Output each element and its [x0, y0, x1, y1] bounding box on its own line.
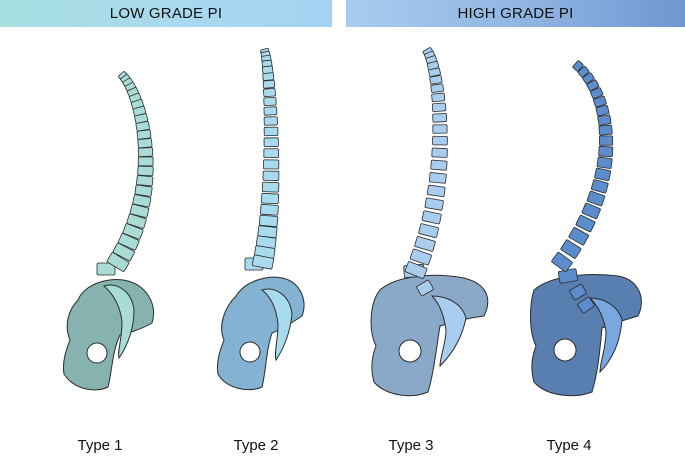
vertebra [595, 104, 610, 117]
lumbosacral-vertebra [416, 279, 434, 297]
vertebra [581, 202, 601, 220]
pelvis-shape [217, 276, 305, 391]
vertebra [251, 254, 275, 270]
vertebra [577, 66, 590, 78]
vertebra [431, 147, 448, 158]
lumbosacral-vertebra [96, 262, 116, 276]
vertebra [428, 67, 441, 77]
vertebra [137, 147, 154, 158]
lumbosacral-vertebra [569, 283, 587, 301]
vertebra [262, 79, 276, 89]
vertebra [263, 96, 277, 107]
vertebra [597, 114, 612, 126]
vertebra [432, 135, 448, 146]
type-1-label: Type 1 [77, 437, 123, 454]
sacrum-shape [260, 288, 293, 362]
vertebra [263, 159, 280, 170]
vertebra [106, 252, 130, 272]
high-grade-pi-label: HIGH GRADE PI [457, 5, 574, 22]
pelvis-hole [86, 342, 108, 364]
vertebra [586, 190, 606, 207]
type-2-figure [217, 47, 305, 391]
vertebra [572, 60, 584, 72]
sacrum-shape [102, 284, 135, 360]
vertebra [263, 106, 278, 116]
vertebra [263, 126, 279, 137]
vertebra [593, 95, 607, 108]
vertebra [136, 175, 154, 187]
vertebra [430, 159, 448, 171]
low-grade-pi-label: LOW GRADE PI [109, 5, 223, 22]
vertebra [560, 239, 582, 259]
pelvis-hole [398, 339, 422, 363]
vertebra [126, 213, 147, 229]
vertebra [136, 129, 152, 140]
pelvis-shape [530, 274, 642, 397]
vertebra [414, 236, 436, 252]
type-2-label: Type 2 [233, 437, 279, 454]
vertebra [262, 72, 275, 81]
vertebra [122, 223, 144, 240]
vertebra [598, 124, 613, 136]
vertebra [129, 203, 150, 219]
vertebra [262, 170, 280, 181]
vertebra [431, 102, 447, 113]
type-1-figure [63, 71, 154, 391]
vertebra [426, 184, 446, 198]
vertebra [594, 167, 612, 182]
lumbosacral-vertebra [557, 268, 579, 284]
vertebra [263, 88, 276, 97]
type-4-label: Type 4 [546, 437, 592, 454]
vertebra [409, 248, 432, 266]
vertebra [117, 232, 140, 251]
vertebra [261, 192, 280, 205]
vertebra [404, 261, 428, 279]
vertebra [598, 145, 614, 158]
vertebra [137, 165, 154, 177]
type-4-figure [530, 60, 642, 397]
vertebra [428, 172, 447, 184]
vertebra [132, 194, 152, 208]
vertebra [429, 75, 443, 85]
vertebra [260, 203, 279, 216]
vertebra [112, 242, 135, 262]
vertebra [430, 83, 444, 93]
vertebra [134, 184, 153, 197]
sacrum-shape [430, 295, 467, 368]
vertebra [596, 156, 613, 169]
sacrum-shape [588, 297, 623, 374]
vertebra [575, 214, 596, 233]
vertebra [568, 227, 589, 246]
vertebra [261, 181, 280, 193]
vertebra [582, 72, 595, 85]
vertebra [586, 79, 600, 92]
vertebra [421, 210, 442, 225]
vertebra [263, 116, 278, 126]
vertebra [590, 179, 609, 194]
vertebra [258, 214, 279, 227]
pelvis-hole [239, 341, 261, 363]
vertebra [551, 251, 573, 273]
type-3-label: Type 3 [388, 437, 434, 454]
high-grade-pi-banner: HIGH GRADE PI [346, 0, 685, 27]
vertebra [432, 124, 448, 134]
vertebra [432, 113, 448, 123]
vertebra [590, 87, 604, 100]
vertebra [137, 156, 154, 167]
vertebra [599, 135, 614, 146]
vertebra [431, 92, 446, 103]
lumbosacral-vertebra [577, 296, 595, 314]
pelvis-hole [553, 338, 577, 362]
pelvis-shape [370, 274, 489, 397]
low-grade-pi-banner: LOW GRADE PI [0, 0, 332, 27]
vertebra [263, 137, 279, 147]
vertebra [424, 197, 444, 211]
type-3-figure [370, 47, 489, 397]
vertebra [137, 138, 153, 149]
pelvis-shape [63, 279, 154, 391]
vertebra [263, 148, 280, 159]
vertebra [418, 223, 439, 239]
